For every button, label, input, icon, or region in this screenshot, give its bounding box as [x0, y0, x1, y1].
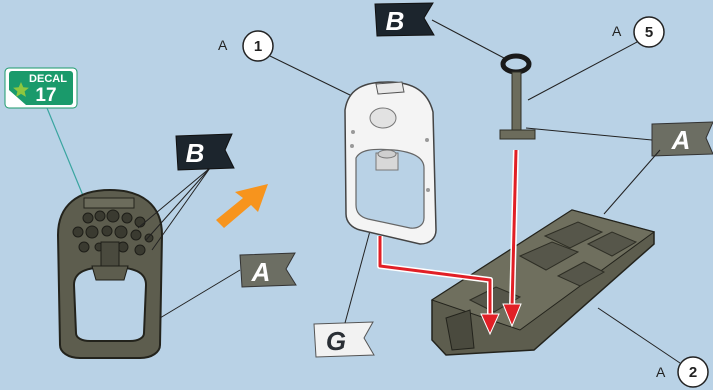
panel-top-strip [83, 197, 135, 209]
callout-circle [242, 30, 274, 62]
gauge-dial [94, 210, 106, 222]
flag-shape [239, 252, 297, 288]
flag-label: A [251, 257, 271, 287]
gauge-dial [78, 241, 90, 253]
callout-number: 2 [689, 364, 697, 381]
flag-shape [374, 2, 435, 37]
instrument-panel-dark [56, 188, 164, 359]
callout-prefix: A [612, 23, 622, 39]
gauge-dial [101, 225, 113, 237]
gauge-dial [130, 229, 142, 241]
gauge-dial [144, 233, 154, 243]
flag-label: B [186, 138, 205, 168]
gauge-dial [85, 225, 99, 239]
assembly-direction-arrow [216, 184, 268, 228]
decal-leader-line [46, 107, 85, 199]
control-stick [499, 53, 536, 140]
red-assembly-arrows [377, 149, 522, 336]
floor-front-wall [445, 309, 475, 351]
cockpit-floor [430, 209, 656, 356]
instrument-panel-white [344, 81, 437, 245]
star-icon [13, 82, 29, 97]
arrow-path-panel [378, 236, 492, 318]
stick-grip-ring [500, 53, 532, 75]
gauge-dial [82, 212, 94, 224]
gauge-dial [121, 212, 133, 224]
callout-number: 1 [254, 38, 262, 55]
panel-center-cap [377, 149, 397, 159]
flag-shape [651, 121, 713, 157]
decal-badge-fill [9, 71, 73, 105]
flag-shape [175, 133, 235, 171]
stick-base [499, 129, 536, 140]
callout-leader [597, 307, 681, 364]
stick-shaft [511, 71, 522, 135]
flag-right-a: A [651, 121, 713, 157]
panel-gauges [72, 209, 154, 256]
callout-leader [269, 55, 353, 97]
decal-badge: DECAL 17 [4, 67, 78, 109]
callout-part-2: A 2 [597, 307, 709, 388]
callout-prefix: A [656, 364, 666, 380]
gauge-dial [114, 225, 128, 239]
callout-leader [527, 41, 638, 101]
panel-holes [350, 130, 430, 192]
left-leader-lines [137, 167, 241, 319]
panel-recess [369, 107, 397, 129]
flag-label: A [671, 125, 691, 155]
flag-shape [313, 321, 375, 358]
floor-recesses [468, 221, 638, 313]
callout-part-1: A 1 [218, 30, 353, 97]
callout-circle [677, 356, 709, 388]
gauge-dial [134, 216, 146, 228]
callout-number: 5 [645, 24, 653, 41]
flag-label: B [386, 6, 405, 36]
gauge-dial [106, 209, 120, 223]
panel-opening [355, 148, 425, 229]
decal-label: DECAL [29, 73, 67, 85]
callout-part-5: A 5 [527, 16, 665, 101]
flag-left-b: B [175, 133, 235, 171]
callout-prefix: A [218, 37, 228, 53]
callout-circle [633, 16, 665, 48]
decal-number: 17 [35, 85, 56, 106]
flag-bottom-g: G [313, 321, 375, 358]
arrow-head [502, 303, 522, 328]
flag-left-a: A [239, 252, 297, 288]
arrow-head [480, 313, 500, 336]
flag-label: G [326, 326, 346, 356]
decal-badge-corner [9, 90, 26, 105]
panel-top-tab [375, 81, 405, 95]
part-leader-lines [344, 19, 661, 324]
flag-top-b: B [374, 2, 435, 37]
gauge-dial [72, 226, 84, 238]
arrow-path-stick [510, 149, 518, 309]
panel-center-bracket [91, 265, 129, 281]
gauge-dial [134, 244, 146, 256]
